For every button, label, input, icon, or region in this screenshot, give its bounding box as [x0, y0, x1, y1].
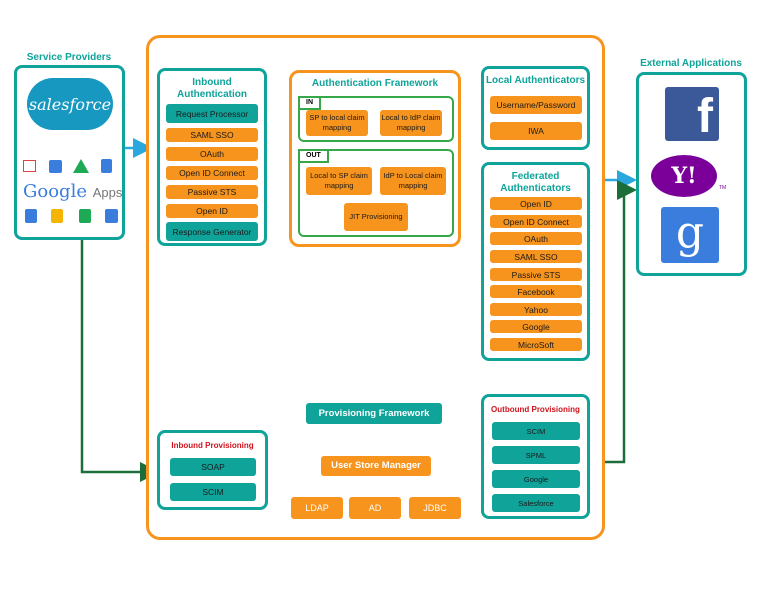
arrow-sp-to-inboundprov [80, 240, 160, 482]
store-ldap: LDAP [291, 497, 343, 519]
local-authenticators-title: Local Authenticators [485, 75, 586, 86]
local-authenticators-box: Local Authenticators Username/Password I… [481, 66, 590, 150]
talk-icon [105, 209, 118, 223]
federated-item: OAuth [490, 232, 582, 245]
inbound-item: Open ID [166, 204, 258, 218]
sites-icon [25, 209, 37, 223]
google-apps-logo: Google Apps [23, 181, 123, 202]
inbound-provisioning-item: SOAP [170, 458, 256, 476]
docs-icon [101, 159, 112, 173]
out-claim-mapping: Local to SP claim mapping [306, 167, 372, 195]
local-auth-item: IWA [490, 122, 582, 140]
slides-icon [51, 209, 63, 223]
store-jdbc: JDBC [409, 497, 461, 519]
inbound-item: Open ID Connect [166, 166, 258, 180]
inbound-item: Passive STS [166, 185, 258, 199]
outbound-provisioning-item: Salesforce [492, 494, 580, 512]
drive-icon [73, 159, 89, 173]
outbound-provisioning-item: SPML [492, 446, 580, 464]
salesforce-logo: salesforce [27, 78, 113, 130]
gmail-icon [23, 160, 36, 172]
federated-item: Passive STS [490, 268, 582, 281]
external-applications-title: External Applications [640, 58, 742, 69]
federated-item: MicroSoft [490, 338, 582, 351]
jit-provisioning: JIT Provisioning [344, 203, 408, 231]
in-section: IN SP to local claim mapping Local to Id… [298, 96, 454, 142]
yahoo-trademark: TM [719, 185, 727, 191]
inbound-item: OAuth [166, 147, 258, 161]
outbound-provisioning-title: Outbound Provisioning [491, 405, 580, 414]
outbound-provisioning-item: Google [492, 470, 580, 488]
out-claim-mapping: IdP to Local claim mapping [380, 167, 446, 195]
service-providers-title: Service Providers [26, 52, 112, 63]
response-generator: Response Generator [166, 222, 258, 241]
federated-authenticators-title: Federated Authenticators [500, 171, 571, 194]
federated-authenticators-box: Federated Authenticators Open ID Open ID… [481, 162, 590, 361]
out-section: OUT Local to SP claim mapping IdP to Loc… [298, 149, 454, 237]
yahoo-icon: Y! [651, 155, 717, 197]
in-claim-mapping: Local to IdP claim mapping [380, 110, 442, 136]
provisioning-framework: Provisioning Framework [306, 403, 442, 424]
store-ad: AD [349, 497, 401, 519]
inbound-provisioning-title: Inbound Provisioning [171, 441, 254, 450]
facebook-icon: f [665, 87, 719, 141]
authentication-framework-box: Authentication Framework IN SP to local … [289, 70, 461, 247]
external-applications-box: f Y! TM g [636, 72, 747, 276]
outbound-provisioning-box: Outbound Provisioning SCIM SPML Google S… [481, 394, 590, 519]
inbound-provisioning-item: SCIM [170, 483, 256, 501]
calendar-icon [49, 160, 62, 173]
inbound-item: SAML SSO [166, 128, 258, 142]
local-auth-item: Username/Password [490, 96, 582, 114]
federated-item: Open ID [490, 197, 582, 210]
federated-item: Facebook [490, 285, 582, 298]
service-providers-box: salesforce Google Apps [14, 65, 125, 240]
in-claim-mapping: SP to local claim mapping [306, 110, 368, 136]
inbound-provisioning-box: Inbound Provisioning SOAP SCIM [157, 430, 268, 510]
sheets-icon [79, 209, 91, 223]
federated-item: Open ID Connect [490, 215, 582, 228]
in-tag: IN [298, 96, 321, 110]
outbound-provisioning-item: SCIM [492, 422, 580, 440]
request-processor: Request Processor [166, 104, 258, 123]
federated-item: SAML SSO [490, 250, 582, 263]
out-tag: OUT [298, 149, 329, 163]
inbound-authentication-box: Inbound Authentication Request Processor… [157, 68, 267, 246]
user-store-manager: User Store Manager [321, 456, 431, 476]
authentication-framework-title: Authentication Framework [311, 78, 439, 89]
federated-item: Google [490, 320, 582, 333]
federated-item: Yahoo [490, 303, 582, 316]
google-icon: g [661, 207, 719, 263]
inbound-authentication-title: Inbound Authentication [177, 77, 247, 100]
